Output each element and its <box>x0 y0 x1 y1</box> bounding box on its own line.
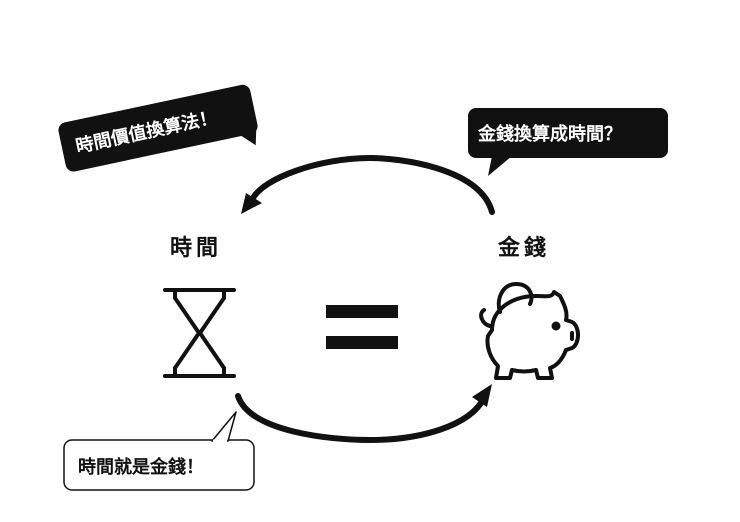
bubble-top-right-text: 金錢換算成時間？ <box>478 124 622 145</box>
bubble-bottom-left <box>63 411 255 491</box>
top-arrow <box>241 154 495 215</box>
money-label: 金錢 <box>498 235 551 261</box>
bubble-top-right <box>468 108 668 176</box>
bubble-top-left <box>58 84 258 172</box>
hourglass-icon <box>163 288 236 378</box>
piggy-bank-icon <box>479 282 580 380</box>
bubble-bottom-left-text: 時間就是金錢！ <box>78 457 204 478</box>
time-label: 時間 <box>170 235 223 261</box>
bottom-arrow <box>235 384 492 444</box>
equals-icon <box>326 305 398 349</box>
